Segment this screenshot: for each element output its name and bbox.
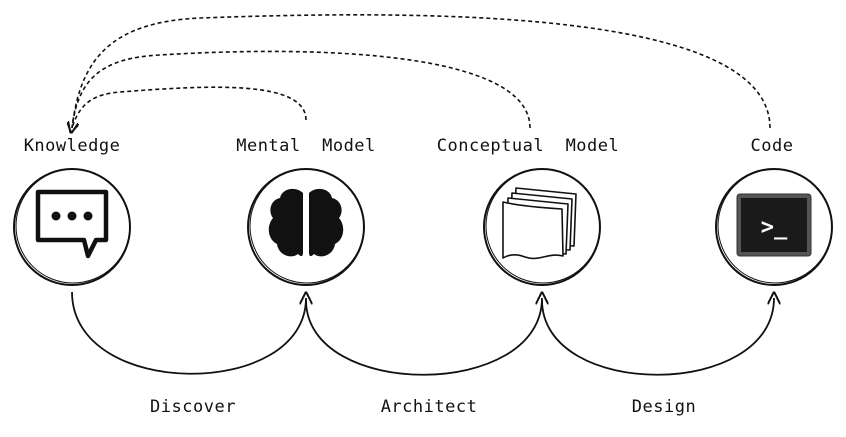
terminal-prompt-text: >_ bbox=[761, 215, 788, 240]
edge-arrow-design bbox=[541, 298, 774, 376]
node-mental-model bbox=[247, 168, 365, 286]
edge-label-discover: Discover bbox=[150, 397, 236, 417]
brain-icon bbox=[268, 188, 344, 257]
feedback-arrow-mental-to-knowledge bbox=[72, 86, 307, 128]
feedback-arrow-code-to-knowledge bbox=[72, 14, 771, 128]
feedback-arrow-conceptual-to-knowledge bbox=[72, 50, 531, 128]
edge-arrow-discover bbox=[71, 292, 306, 375]
terminal-icon bbox=[736, 193, 812, 257]
node-label-conceptual-model: Conceptual Model bbox=[436, 136, 620, 156]
edge-arrow-architect bbox=[305, 298, 542, 376]
edge-label-architect: Architect bbox=[380, 397, 478, 417]
node-label-mental-model: Mental Model bbox=[236, 136, 376, 156]
node-label-knowledge: Knowledge bbox=[23, 136, 121, 156]
node-label-code: Code bbox=[750, 136, 794, 156]
edge-label-design: Design bbox=[631, 397, 697, 417]
node-knowledge bbox=[13, 168, 131, 286]
documents-stack-icon bbox=[502, 187, 577, 260]
chat-bubble-icon bbox=[35, 189, 109, 259]
